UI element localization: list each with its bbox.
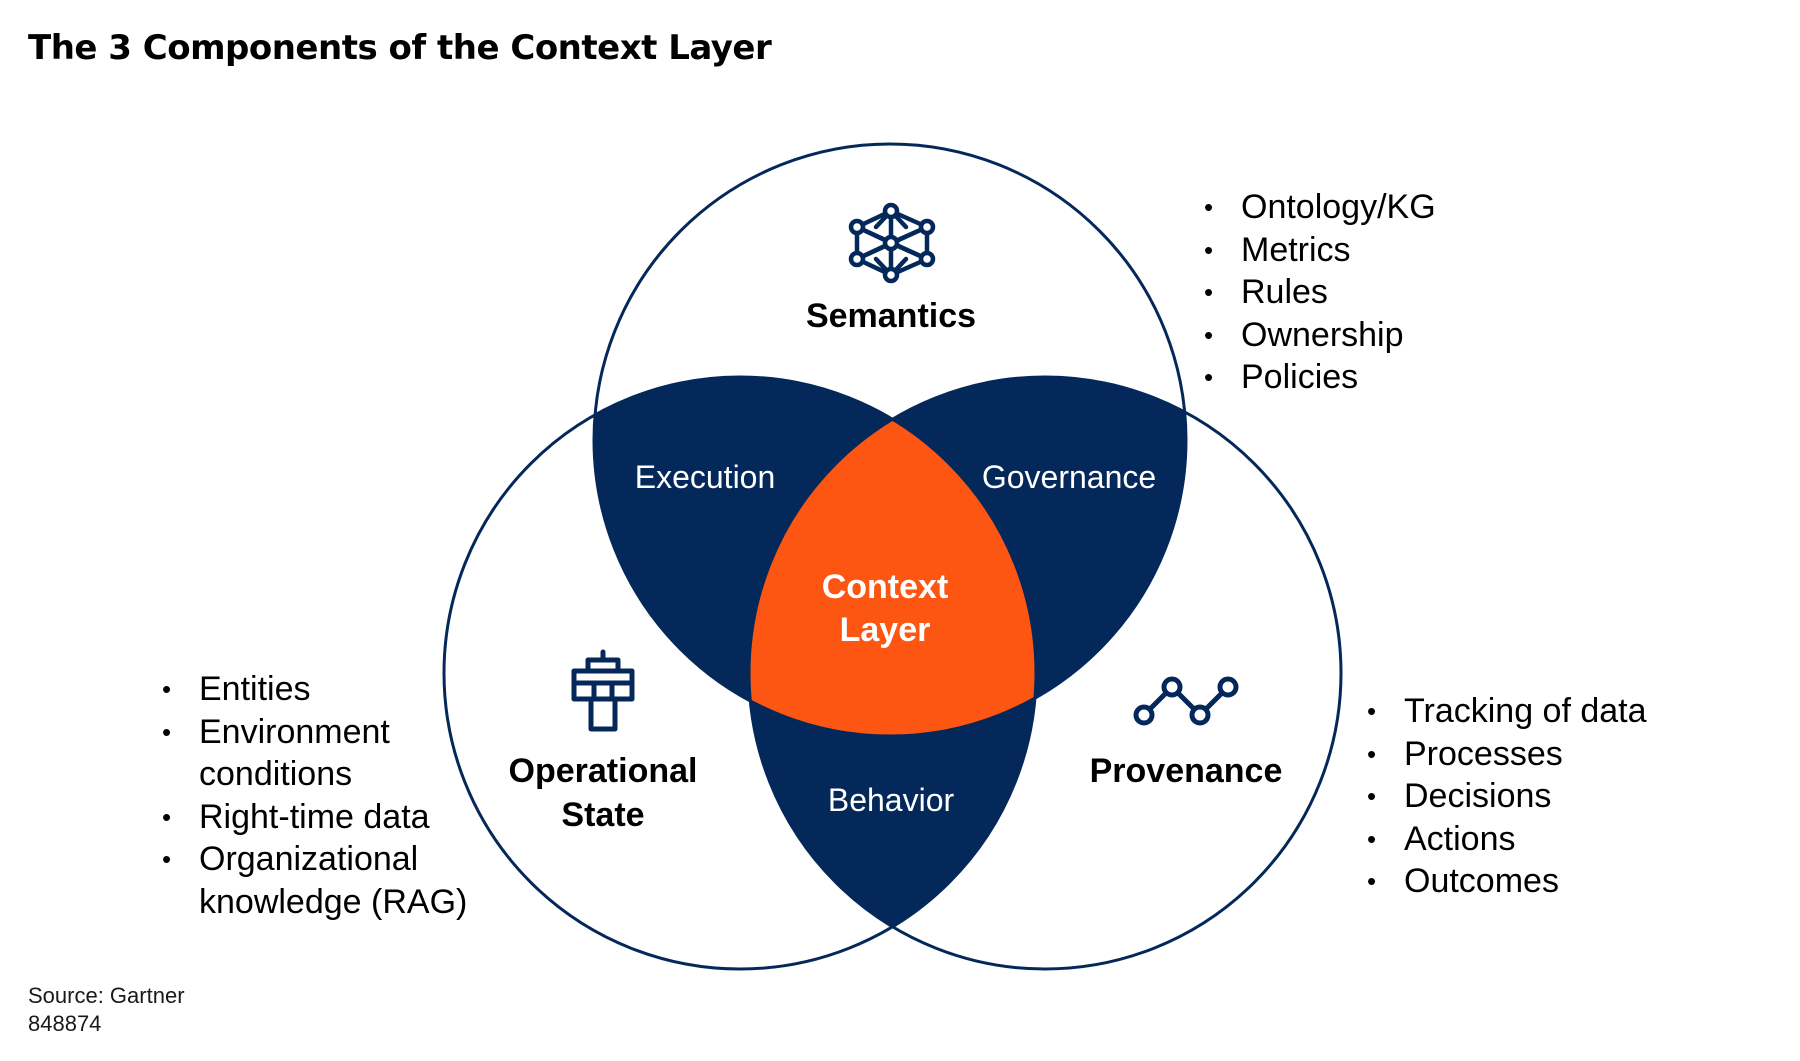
execution-label: Execution bbox=[635, 459, 776, 495]
provenance-bullet-list: Tracking of data Processes Decisions Act… bbox=[1367, 690, 1647, 903]
line-chart-icon bbox=[1133, 676, 1239, 726]
semantics-bullet-list: Ontology/KG Metrics Rules Ownership Poli… bbox=[1204, 186, 1436, 399]
operational-state-label-line1: Operational bbox=[509, 752, 698, 790]
context-layer-region bbox=[749, 377, 1036, 736]
list-item: Ontology/KG bbox=[1204, 186, 1436, 229]
list-item: Metrics bbox=[1204, 229, 1436, 272]
list-item: Ownership bbox=[1204, 314, 1436, 357]
source-line: Source: Gartner bbox=[28, 983, 185, 1008]
behavior-label: Behavior bbox=[828, 782, 955, 818]
list-item: Rules bbox=[1204, 271, 1436, 314]
semantics-label: Semantics bbox=[806, 297, 976, 335]
list-item: Processes bbox=[1367, 733, 1647, 776]
list-item: Outcomes bbox=[1367, 860, 1647, 903]
context-layer-label-line2: Layer bbox=[840, 611, 931, 649]
source-note: Source: Gartner 848874 bbox=[28, 982, 185, 1038]
neural-network-icon bbox=[848, 202, 936, 284]
list-item: Tracking of data bbox=[1367, 690, 1647, 733]
provenance-label: Provenance bbox=[1090, 752, 1283, 790]
document-id: 848874 bbox=[28, 1011, 102, 1036]
governance-label: Governance bbox=[982, 459, 1156, 495]
list-item: Policies bbox=[1204, 356, 1436, 399]
control-tower-icon bbox=[571, 649, 635, 732]
list-item: Entities bbox=[162, 668, 467, 711]
list-item: Actions bbox=[1367, 818, 1647, 861]
list-item: Decisions bbox=[1367, 775, 1647, 818]
context-layer-label-line1: Context bbox=[822, 568, 949, 606]
operational-state-label-line2: State bbox=[561, 796, 644, 834]
list-item: Right-time data bbox=[162, 796, 467, 839]
page-title: The 3 Components of the Context Layer bbox=[28, 28, 772, 68]
